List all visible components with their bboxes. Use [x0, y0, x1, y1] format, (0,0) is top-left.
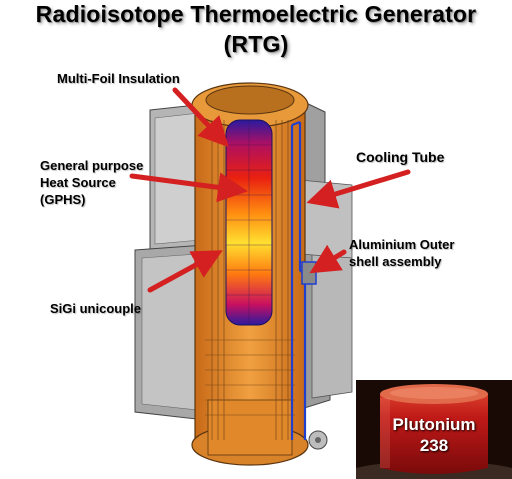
arrow-icon	[306, 169, 411, 209]
label-aluminium-shell: Aluminium Outer shell assembly	[349, 236, 454, 270]
diagram-subtitle: (RTG)	[223, 31, 289, 57]
bottom-mount	[308, 430, 328, 450]
aluminium-shell-bracket	[301, 261, 317, 285]
label-aluminium-line: Aluminium Outer	[349, 237, 455, 252]
label-aluminium-line: shell assembly	[349, 254, 442, 269]
arrow-icon	[172, 87, 229, 148]
annotation-arrows	[129, 87, 411, 293]
plutonium-photo: Plutonium 238	[356, 380, 512, 479]
label-gphs-line: Heat Source	[40, 175, 116, 190]
label-multi-foil-insulation: Multi-Foil Insulation	[57, 71, 180, 86]
label-cooling-tube: Cooling Tube	[356, 149, 445, 165]
label-gphs-line: General purpose	[40, 158, 144, 173]
label-gphs: General purpose Heat Source (GPHS)	[40, 157, 143, 208]
plutonium-pellet-image	[356, 380, 512, 479]
label-sigi-unicouple: SiGi unicouple	[50, 301, 142, 316]
plutonium-caption-line: 238	[419, 436, 449, 455]
arrow-icon	[147, 250, 223, 293]
arrow-icon	[129, 172, 248, 203]
plutonium-caption: Plutonium 238	[356, 414, 512, 456]
diagram-title: Radioisotope Thermoelectric Generator	[35, 1, 477, 27]
right-radiator-fins	[297, 99, 353, 411]
plutonium-caption-line: Plutonium	[392, 415, 476, 434]
label-gphs-line: (GPHS)	[40, 192, 86, 207]
arrow-icon	[309, 244, 347, 274]
gphs-heat-source	[225, 119, 273, 326]
